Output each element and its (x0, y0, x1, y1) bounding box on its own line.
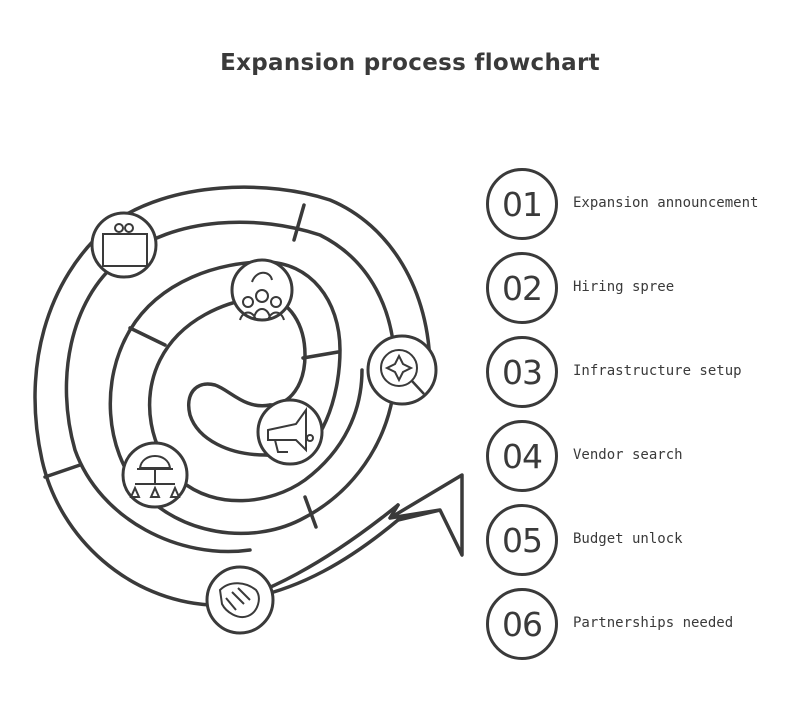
step-4: 04 Vendor search (486, 420, 786, 492)
step-number-badge: 02 (486, 252, 558, 324)
diagram-title: Expansion process flowchart (220, 50, 600, 76)
arrow-head (388, 473, 464, 557)
step-1: 01 Expansion announcement (486, 168, 786, 240)
step-label: Budget unlock (573, 531, 683, 547)
briefcase-icon (90, 211, 158, 279)
step-number-badge: 04 (486, 420, 558, 492)
divider-3 (301, 350, 340, 360)
step-number-badge: 03 (486, 336, 558, 408)
step-label: Hiring spree (573, 279, 675, 295)
hardhat-hierarchy-icon (121, 441, 189, 509)
divider-5 (303, 495, 318, 529)
step-number-badge: 05 (486, 504, 558, 576)
step-3: 03 Infrastructure setup (486, 336, 786, 408)
divider-1 (292, 203, 306, 242)
divider-2 (128, 326, 167, 347)
megaphone-icon (256, 398, 324, 466)
step-5: 05 Budget unlock (486, 504, 786, 576)
step-6: 06 Partnerships needed (486, 588, 786, 660)
handshake-icon (205, 565, 275, 635)
step-label: Expansion announcement (573, 195, 759, 211)
step-label: Vendor search (573, 447, 683, 463)
step-label: Partnerships needed (573, 615, 734, 631)
step-2: 02 Hiring spree (486, 252, 786, 324)
step-number-badge: 06 (486, 588, 558, 660)
divider-4 (43, 463, 82, 479)
magnifier-icon (366, 334, 438, 406)
step-number-badge: 01 (486, 168, 558, 240)
step-label: Infrastructure setup (573, 363, 742, 379)
team-icon (230, 258, 294, 322)
